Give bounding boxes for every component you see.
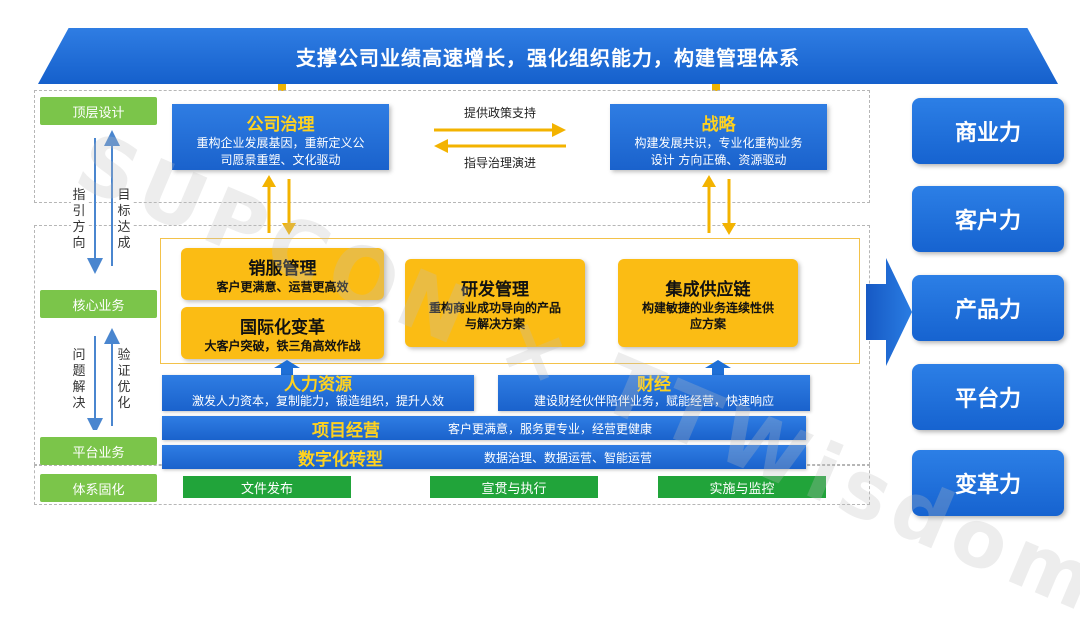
rd-box: 研发管理 重构商业成功导向的产品 与解决方案 [405,259,585,347]
digital-title: 数字化转型 [298,449,383,470]
supply-box: 集成供应链 构建敏捷的业务连续性供 应方案 [618,259,798,347]
rd-desc-2: 与解决方案 [464,316,525,331]
side-note-down2: 问题解决 [71,348,87,412]
digital-desc: 数据治理、数据运营、智能运营 [484,450,653,465]
system-button-3: 实施与监控 [658,476,826,498]
capability-card-1: 商业力 [912,98,1064,164]
layer-label-top-text: 顶层设计 [72,105,125,121]
intl-box: 国际化变革 大客户突破，铁三角高效作战 [181,307,384,359]
horizontal-arrows [434,123,566,153]
governance-desc-1: 重构企业发展基因，重新定义公 [196,136,365,150]
governance-title: 公司治理 [246,115,315,135]
strategy-desc-2: 设计 方向正确、资源驱动 [650,153,787,167]
supply-desc-1: 构建敏捷的业务连续性供 [641,300,774,315]
rd-desc-1: 重构商业成功导向的产品 [428,300,561,315]
system-button-2: 宣贯与执行 [430,476,598,498]
hr-title: 人力资源 [284,375,352,395]
project-bar: 项目经营 客户更满意，服务更专业，经营更健康 [162,416,806,441]
capability-card-1-text: 商业力 [954,121,1021,146]
supply-desc-2: 应方案 [689,316,726,331]
core-business-frame [160,238,860,364]
big-right-arrow [866,258,912,366]
strategy-vertical-arrows [702,175,736,235]
side-note-up2: 验证优化 [116,348,132,412]
finance-desc: 建设财经伙伴陪伴业务，赋能经营，快速响应 [533,394,774,408]
layer-label-system-text: 体系固化 [72,482,125,498]
capability-card-4-text: 平台力 [954,387,1021,412]
capability-card-3: 产品力 [912,275,1064,341]
intl-desc: 大客户突破，铁三角高效作战 [204,338,361,353]
side-note-up1: 目标达成 [116,188,132,252]
project-desc: 客户更满意，服务更专业，经营更健康 [448,421,653,436]
finance-title: 财经 [637,375,671,395]
project-title: 项目经营 [312,420,380,441]
layer-label-platform-text: 平台业务 [72,445,125,461]
hr-bar: 人力资源 激发人力资本，复制能力，锻造组织，提升人效 [162,375,474,411]
hr-desc: 激发人力资本，复制能力，锻造组织，提升人效 [191,394,444,408]
capability-card-5-text: 变革力 [954,473,1021,498]
layer-label-system: 体系固化 [40,474,157,502]
band-top-design [34,90,870,203]
finance-bar: 财经 建设财经伙伴陪伴业务，赋能经营，快速响应 [498,375,810,411]
side-arrows [87,130,120,430]
banner-tick-left [278,84,286,91]
capability-card-2-text: 客户力 [954,209,1021,234]
system-button-1: 文件发布 [183,476,351,498]
strategy-desc-1: 构建发展共识，专业化重构业务 [634,136,803,150]
governance-box: 公司治理 重构企业发展基因，重新定义公 司愿景重塑、文化驱动 [172,104,389,170]
sales-title: 销服管理 [248,258,317,279]
strategy-box: 战略 构建发展共识，专业化重构业务 设计 方向正确、资源驱动 [610,104,827,170]
digital-bar: 数字化转型 数据治理、数据运营、智能运营 [162,445,806,470]
governance-desc-2: 司愿景重塑、文化驱动 [220,153,341,167]
layer-label-core: 核心业务 [40,290,157,318]
supply-title: 集成供应链 [665,279,751,300]
banner-title: 支撑公司业绩高速增长，强化组织能力，构建管理体系 [296,45,800,70]
layer-label-core-text: 核心业务 [72,298,125,314]
finance-up-arrow [705,360,731,376]
strategy-title: 战略 [701,115,736,135]
layer-label-platform: 平台业务 [40,437,157,465]
top-banner: 支撑公司业绩高速增长，强化组织能力，构建管理体系 [38,28,1058,84]
governance-vertical-arrows [262,175,296,235]
arrow-label-top: 提供政策支持 [463,106,536,120]
hr-up-arrow [274,360,300,376]
arrow-label-bottom: 指导治理演进 [463,156,536,170]
capability-card-5: 变革力 [912,450,1064,516]
banner-tick-right [712,84,720,91]
capability-card-3-text: 产品力 [954,298,1021,323]
sales-desc: 客户更满意、运营更高效 [216,279,349,294]
sales-box: 销服管理 客户更满意、运营更高效 [181,248,384,300]
rd-title: 研发管理 [461,279,529,300]
capability-card-2: 客户力 [912,186,1064,252]
side-note-down1: 指引方向 [71,188,87,252]
layer-label-top: 顶层设计 [40,97,157,125]
intl-title: 国际化变革 [240,317,325,338]
capability-card-4: 平台力 [912,364,1064,430]
